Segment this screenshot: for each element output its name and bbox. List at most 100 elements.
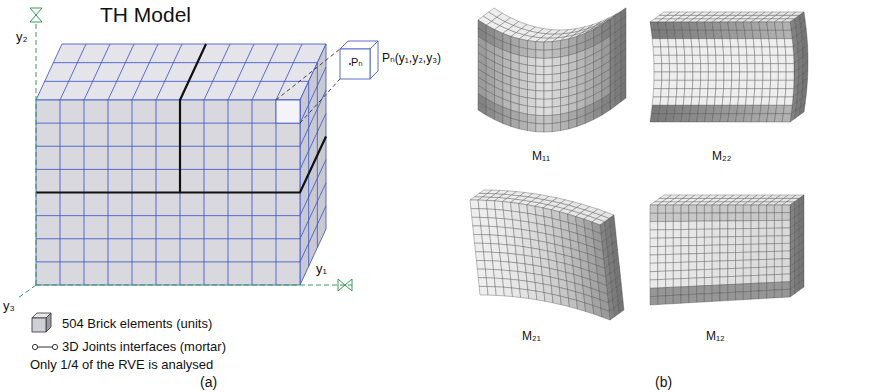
mesh-cell — [712, 213, 720, 221]
mesh-cell — [754, 47, 762, 55]
mesh-cell — [682, 105, 691, 113]
mesh-cell — [759, 236, 767, 244]
mesh-cell — [569, 118, 577, 129]
mesh-cell — [536, 99, 544, 108]
mesh-cell — [783, 30, 792, 38]
mesh-cell — [585, 111, 593, 123]
mesh-cell — [503, 115, 511, 126]
mesh-cell — [751, 291, 759, 299]
brick-icon — [46, 313, 51, 332]
mesh-cell — [666, 246, 674, 255]
mesh-cell — [712, 245, 720, 253]
mesh-cell — [690, 105, 699, 113]
mesh-cell — [736, 252, 744, 260]
mesh-cell — [500, 253, 509, 262]
mesh-cell — [478, 278, 487, 287]
mesh-cell — [728, 221, 736, 229]
mesh-cell — [704, 213, 712, 221]
mesh-cell — [673, 262, 681, 271]
axis-y1 — [36, 285, 352, 286]
mesh-cell — [762, 55, 770, 63]
mesh-cell — [728, 268, 736, 276]
mesh-cell — [487, 209, 496, 218]
mesh-cell — [774, 251, 782, 259]
mesh-cell — [478, 200, 487, 209]
mesh-cell — [767, 228, 775, 236]
mesh-cell — [610, 98, 615, 110]
leader-line — [276, 49, 340, 100]
mesh-cell — [720, 245, 728, 253]
mesh-cell — [681, 254, 689, 262]
mesh-cell — [704, 221, 712, 229]
mesh-cell — [692, 47, 700, 55]
mode-label: M₁₂ — [706, 330, 725, 344]
mesh-cell — [751, 205, 759, 213]
mesh-cell — [544, 66, 552, 75]
mesh-cell — [650, 222, 658, 230]
mesh-cell — [666, 114, 675, 122]
mesh-cell — [778, 55, 786, 63]
mesh-cell — [755, 80, 763, 88]
mesh-cell — [659, 30, 668, 38]
mesh-cell — [782, 243, 790, 251]
mesh-cell — [593, 306, 602, 318]
mesh-cell — [782, 205, 790, 213]
mesh-cell — [509, 262, 518, 272]
mesh-cell — [720, 285, 728, 293]
mesh-cell — [713, 105, 722, 113]
mesh-cell — [666, 238, 674, 246]
mesh-cell — [701, 64, 709, 72]
mesh-cell — [774, 205, 782, 213]
mesh-cell — [484, 252, 493, 261]
mesh-cell — [761, 97, 770, 105]
mesh-cell — [536, 58, 544, 67]
mesh-cell — [528, 41, 536, 50]
mesh-cell — [743, 236, 751, 244]
mesh-cell — [736, 213, 744, 221]
mesh-cell — [522, 238, 531, 248]
point-label: Pₙ — [351, 56, 363, 69]
mesh-cell — [511, 279, 520, 289]
mesh-cell — [704, 285, 712, 293]
mesh-cell — [778, 80, 786, 88]
mesh-cell — [689, 22, 698, 30]
mesh-cell — [689, 262, 697, 270]
mesh-cell — [577, 115, 585, 126]
mesh-line — [300, 183, 326, 239]
mesh-cell — [503, 202, 512, 212]
mesh-cell — [528, 290, 537, 300]
mesh-cell — [536, 91, 544, 100]
mesh-line — [228, 44, 254, 100]
mesh-cell — [751, 244, 759, 252]
mesh-cell — [658, 22, 667, 30]
mesh-cell — [704, 277, 712, 285]
mesh-cell — [708, 55, 716, 63]
mesh-cell — [767, 114, 776, 122]
mesh-cell — [504, 287, 513, 296]
mesh-cell — [767, 251, 775, 259]
mesh-cell — [747, 55, 755, 63]
mesh-cell — [552, 294, 561, 305]
mesh-cell — [759, 228, 767, 236]
mesh-cell — [729, 105, 738, 113]
mesh-cell — [751, 260, 759, 268]
mesh-cell — [767, 205, 775, 213]
mesh-cell — [507, 245, 516, 255]
mesh-cell — [777, 89, 785, 97]
mesh-cell — [673, 279, 681, 288]
mesh-cell — [518, 272, 527, 282]
mesh-cell — [476, 261, 485, 270]
mesh-cell — [496, 218, 505, 227]
mesh-cell — [700, 89, 708, 97]
mesh-cell — [728, 292, 736, 300]
mesh-cell — [731, 47, 739, 55]
mesh-cell — [782, 266, 790, 274]
mesh-cell — [621, 90, 626, 102]
mesh-cell — [784, 39, 793, 47]
axis-y3 — [18, 285, 36, 298]
mesh-cell — [769, 39, 778, 47]
mesh-cell — [751, 275, 759, 283]
figure-title: TH Model — [100, 3, 191, 27]
mesh-cell — [704, 205, 712, 213]
mesh-cell — [720, 221, 728, 229]
